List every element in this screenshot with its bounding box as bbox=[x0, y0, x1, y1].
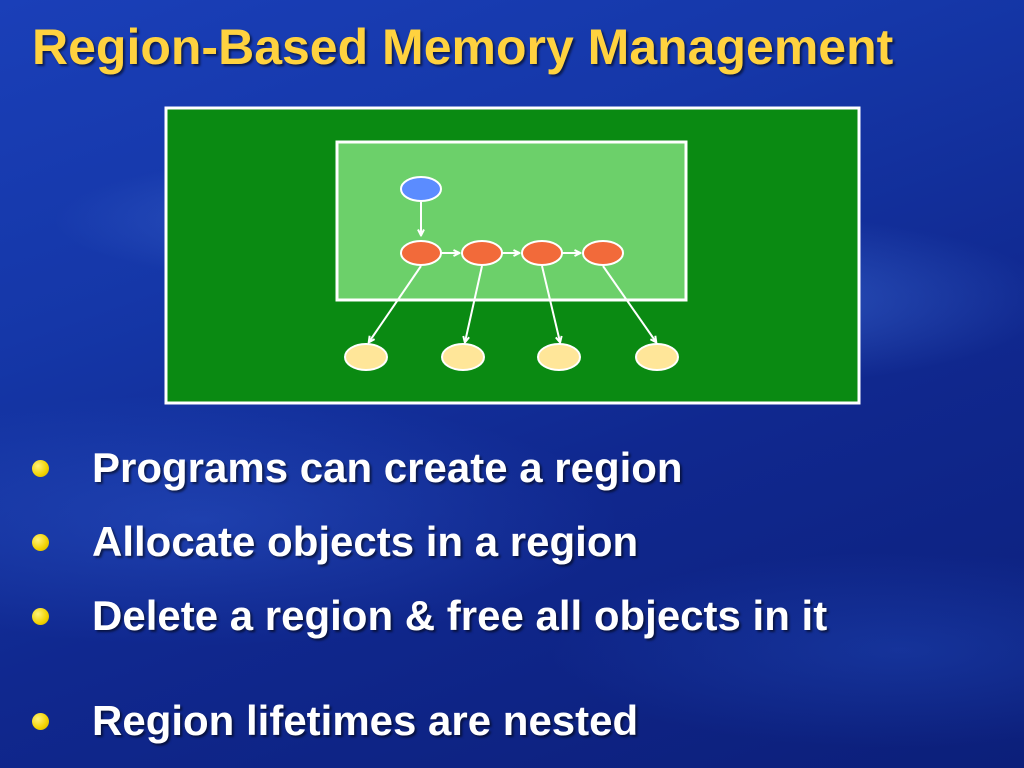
region-object-2 bbox=[461, 240, 503, 266]
bullet-text: Delete a region & free all objects in it bbox=[92, 592, 828, 639]
bullet-item: Programs can create a region bbox=[32, 443, 683, 493]
bullet-item: Allocate objects in a region bbox=[32, 517, 638, 567]
bullet-text: Programs can create a region bbox=[92, 444, 683, 491]
bullet-dot-icon bbox=[32, 459, 49, 477]
external-object-2 bbox=[441, 343, 485, 371]
root-node bbox=[400, 176, 442, 202]
bullet-dot-icon bbox=[32, 712, 49, 730]
region-object-1 bbox=[400, 240, 442, 266]
external-object-1 bbox=[344, 343, 388, 371]
bullet-item: Delete a region & free all objects in it bbox=[32, 591, 827, 641]
external-object-4 bbox=[635, 343, 679, 371]
slide-title: Region-Based Memory Management bbox=[32, 19, 894, 75]
bullet-text: Allocate objects in a region bbox=[92, 518, 639, 565]
region-object-4 bbox=[582, 240, 624, 266]
bullet-dot-icon bbox=[32, 607, 49, 625]
bullet-dot-icon bbox=[32, 533, 49, 551]
region-box bbox=[335, 140, 688, 302]
out-arrow-2 bbox=[465, 265, 483, 342]
out-arrow-1 bbox=[369, 265, 422, 342]
bullet-item: Region lifetimes are nested bbox=[32, 696, 638, 746]
out-arrow-4 bbox=[602, 265, 656, 342]
out-arrow-3 bbox=[541, 265, 560, 342]
external-object-3 bbox=[537, 343, 581, 371]
bullet-text: Region lifetimes are nested bbox=[92, 697, 639, 744]
region-object-3 bbox=[521, 240, 563, 266]
